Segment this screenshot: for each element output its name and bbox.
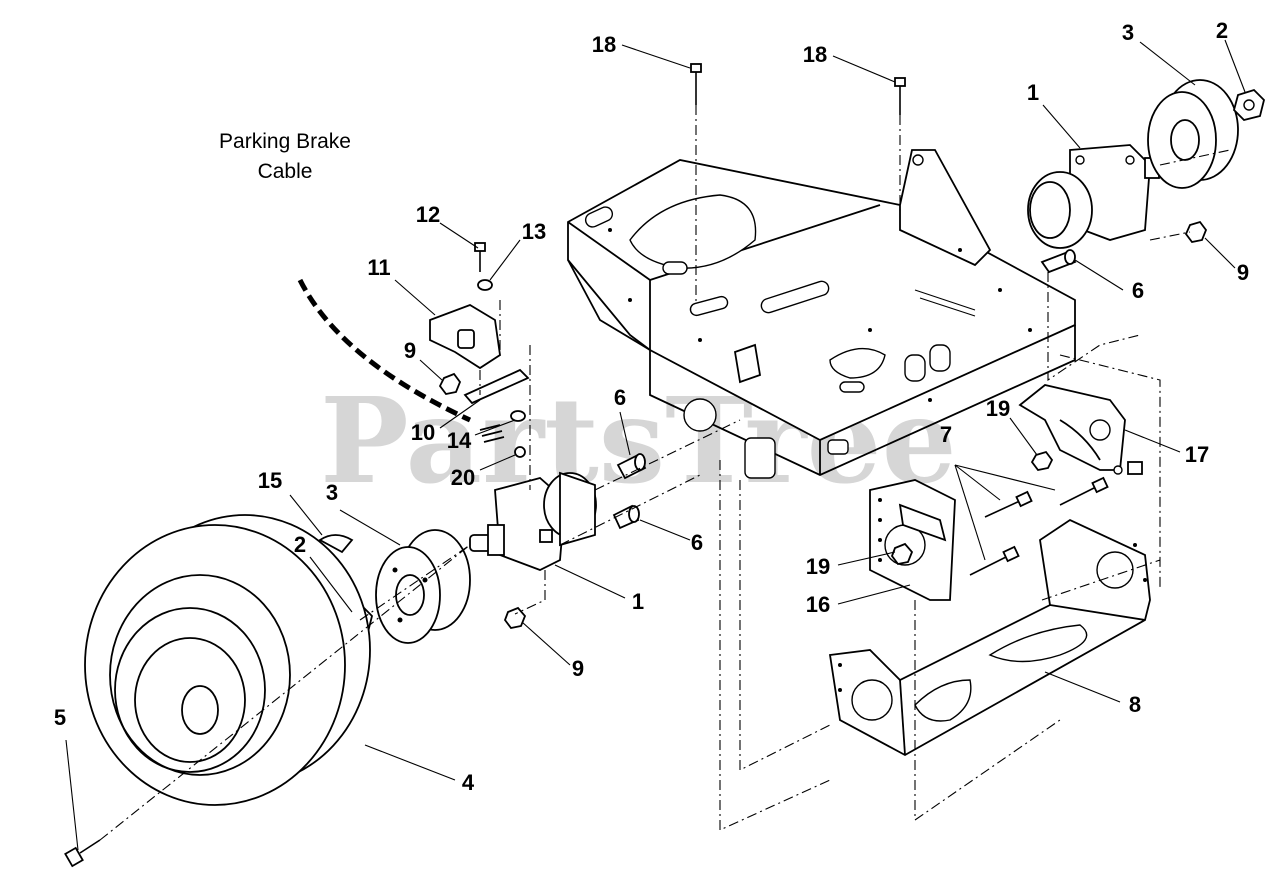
bolt-5 xyxy=(64,839,101,868)
plate-10 xyxy=(463,368,530,405)
callout-16: 16 xyxy=(806,592,830,617)
bolt-12 xyxy=(474,242,486,272)
callout-8: 8 xyxy=(1129,692,1141,717)
nut-9-upper-left xyxy=(438,372,462,395)
callout-5: 5 xyxy=(54,705,66,730)
bracket-17 xyxy=(1018,384,1143,475)
callout-6-lower-left: 6 xyxy=(691,530,703,555)
callout-17: 17 xyxy=(1185,442,1209,467)
callout-2-right: 2 xyxy=(1216,18,1228,43)
bracket-11 xyxy=(429,304,501,370)
callout-9-right: 9 xyxy=(1237,260,1249,285)
callout-12: 12 xyxy=(416,202,440,227)
bolts-7 xyxy=(969,476,1109,576)
callout-20: 20 xyxy=(451,465,475,490)
callout-3-right: 3 xyxy=(1122,20,1134,45)
nut-9-right xyxy=(1184,220,1208,243)
callout-18-left: 18 xyxy=(592,32,616,57)
main-frame xyxy=(567,149,1076,479)
bolt-18-left xyxy=(690,63,702,305)
spacer-6-right xyxy=(1040,249,1077,274)
callout-1-left: 1 xyxy=(632,589,644,614)
callout-13: 13 xyxy=(522,219,546,244)
washer-14 xyxy=(510,410,526,422)
key-15 xyxy=(318,534,354,554)
assembly-lines-brake xyxy=(479,300,531,490)
frame-8 xyxy=(828,518,1151,757)
axle-line xyxy=(99,544,471,841)
nut-9-lower-left xyxy=(503,606,527,629)
nut-19-left xyxy=(890,542,914,565)
callout-7: 7 xyxy=(940,422,952,447)
callout-19-left: 19 xyxy=(806,554,830,579)
callout-1-right: 1 xyxy=(1027,80,1039,105)
callout-15: 15 xyxy=(258,468,282,493)
leader-lines xyxy=(65,39,1246,851)
callout-14: 14 xyxy=(447,428,472,453)
tire-4 xyxy=(84,514,371,806)
callout-11: 11 xyxy=(367,255,390,280)
wheel-motor-right xyxy=(1027,144,1160,249)
wheel-motor-left xyxy=(469,471,597,571)
callout-10: 10 xyxy=(411,420,435,445)
spring-20 xyxy=(479,424,526,458)
callout-4: 4 xyxy=(462,770,475,795)
assembly-lines-frame xyxy=(719,354,1161,831)
callout-6-upper-left: 6 xyxy=(614,385,626,410)
callout-19-right: 19 xyxy=(986,396,1010,421)
caption-line-1: Parking Brake xyxy=(219,130,351,153)
hub-right xyxy=(1147,79,1239,189)
washer-13 xyxy=(477,279,493,291)
callout-9-upper-left: 9 xyxy=(404,338,416,363)
callout-6-right: 6 xyxy=(1132,278,1144,303)
hub-left xyxy=(375,529,471,644)
spacer-6-lower-left xyxy=(612,504,640,530)
bolt-18-right xyxy=(894,77,906,215)
nut-2-right xyxy=(1232,88,1265,121)
callout-2-left: 2 xyxy=(294,532,306,557)
callout-3-left: 3 xyxy=(326,480,338,505)
assembly-lines-left xyxy=(514,419,741,615)
caption-line-2: Cable xyxy=(258,160,313,183)
nut-19-right xyxy=(1030,450,1054,471)
bracket-16 xyxy=(869,479,956,601)
spacer-6-upper-left xyxy=(616,453,647,480)
callout-18-right: 18 xyxy=(803,42,827,67)
assembly-line-right xyxy=(1047,149,1231,382)
parking-brake-cable xyxy=(297,278,472,423)
callout-9-lower-left: 9 xyxy=(572,656,584,681)
